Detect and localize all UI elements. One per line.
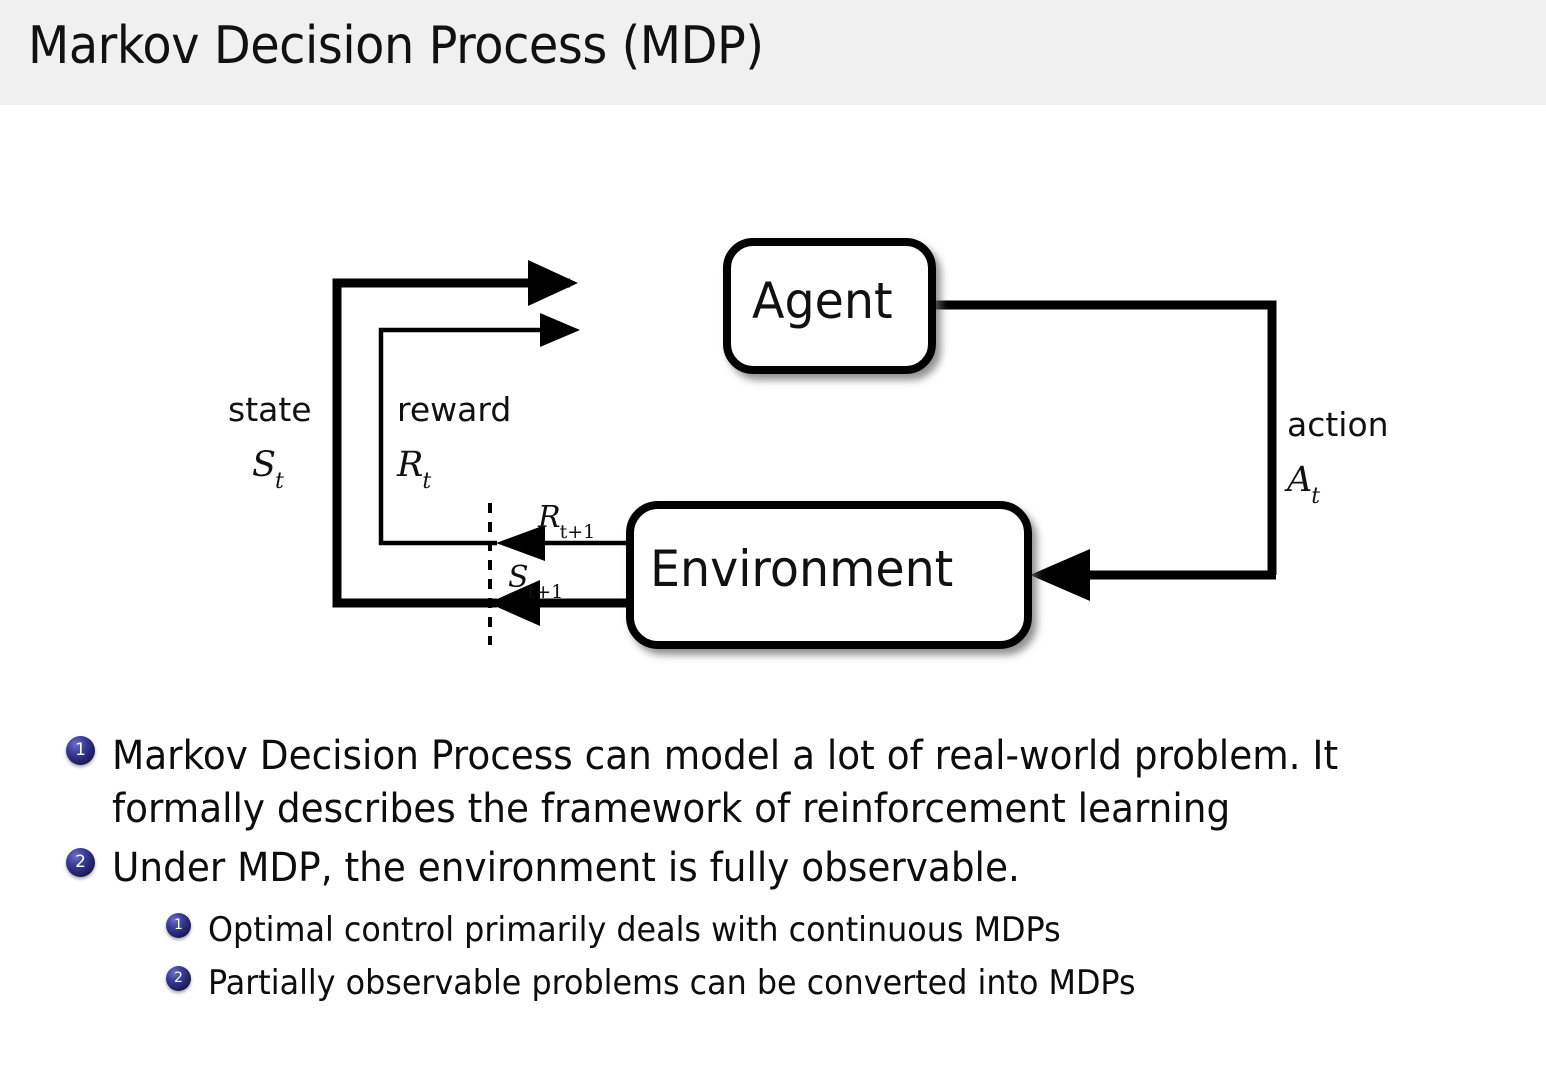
list-item: 1 Markov Decision Process can model a lo… (66, 730, 1546, 836)
bullet-line: formally describes the framework of rein… (112, 786, 1231, 833)
sub-bullet-marker-1: 1 (166, 912, 191, 938)
list-item: 2 Under MDP, the environment is fully ob… (66, 842, 1546, 895)
agent-environment-loop-diagram: Agent Environment state St reward Rt act… (0, 150, 1546, 680)
agent-node-box (723, 238, 936, 374)
list-item: 1 Optimal control primarily deals with c… (166, 908, 1546, 953)
state-edge-symbol-label: St (252, 445, 284, 494)
reward-edge-word-label: reward (397, 390, 512, 429)
sub-bullet-marker-2: 2 (166, 965, 191, 991)
bullet-list: 1 Markov Decision Process can model a lo… (0, 730, 1546, 1008)
bullet-line: Partially observable problems can be con… (208, 962, 1136, 1003)
state-arrowhead-into-agent (528, 260, 578, 306)
state-next-symbol-label: St+1 (508, 560, 564, 603)
action-arrowhead-into-environment (1030, 549, 1090, 601)
state-edge-word-label: state (228, 390, 312, 429)
bullet-text: Under MDP, the environment is fully obse… (112, 842, 1020, 895)
bullet-marker-1: 1 (66, 736, 95, 765)
bullet-line: Under MDP, the environment is fully obse… (112, 845, 1020, 892)
slide-header-band (0, 0, 1546, 105)
action-edge-symbol-label: At (1287, 460, 1321, 509)
page-title: Markov Decision Process (MDP) (28, 16, 764, 76)
environment-node-label: Environment (650, 540, 954, 598)
bullet-text: Markov Decision Process can model a lot … (112, 730, 1338, 836)
environment-node-box (626, 501, 1032, 649)
bullet-marker-2: 2 (66, 848, 95, 878)
sub-bullet-text: Partially observable problems can be con… (208, 961, 1136, 1006)
bullet-line: Optimal control primarily deals with con… (208, 909, 1061, 950)
diagram-canvas (332, 238, 1277, 649)
sub-bullet-text: Optimal control primarily deals with con… (208, 908, 1061, 953)
agent-node-label: Agent (752, 272, 893, 330)
reward-next-arrowhead (496, 525, 545, 561)
reward-next-symbol-label: Rt+1 (538, 500, 596, 543)
bullet-line: Markov Decision Process can model a lot … (112, 733, 1339, 779)
action-edge-path (930, 300, 1277, 575)
reward-edge-symbol-label: Rt (397, 445, 432, 494)
state-next-arrowhead (488, 580, 540, 626)
reward-edge-path (378, 327, 567, 546)
list-item: 2 Partially observable problems can be c… (166, 961, 1546, 1006)
reward-arrowhead-into-agent (540, 313, 580, 347)
action-edge-word-label: action (1287, 405, 1389, 444)
